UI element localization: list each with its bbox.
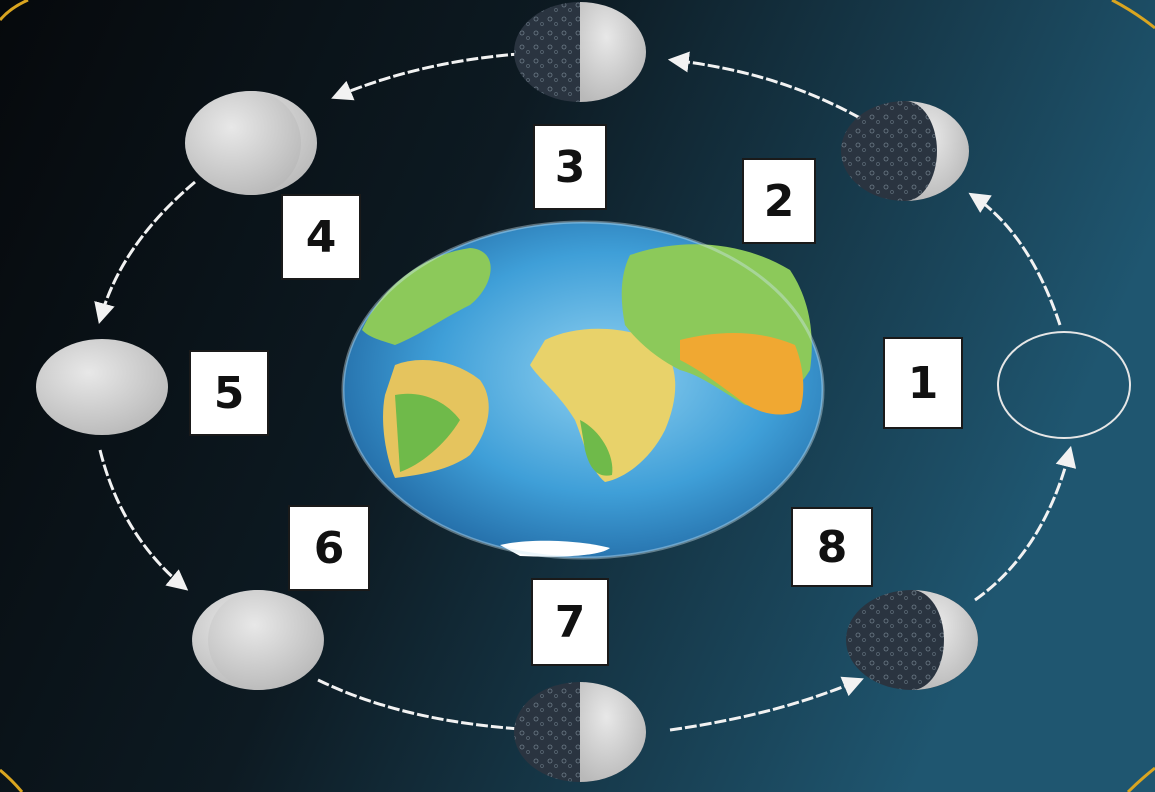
last-quarter-icon — [514, 682, 646, 782]
phase-label-8: 8 — [791, 507, 873, 587]
earth-icon — [343, 222, 823, 558]
waxing-crescent-icon — [841, 101, 969, 201]
phase-label-2: 2 — [742, 158, 816, 244]
phase-label-3: 3 — [533, 124, 607, 210]
waning-gibbous-icon — [192, 590, 324, 690]
full-moon-icon — [36, 339, 168, 435]
first-quarter-icon — [514, 2, 646, 102]
phase-label-5: 5 — [189, 350, 269, 436]
waning-crescent-icon — [846, 590, 978, 690]
phase-label-1: 1 — [883, 337, 963, 429]
phase-label-7: 7 — [531, 578, 609, 666]
phase-label-4: 4 — [281, 194, 361, 280]
waxing-gibbous-icon — [185, 91, 317, 195]
phase-label-6: 6 — [288, 505, 370, 591]
